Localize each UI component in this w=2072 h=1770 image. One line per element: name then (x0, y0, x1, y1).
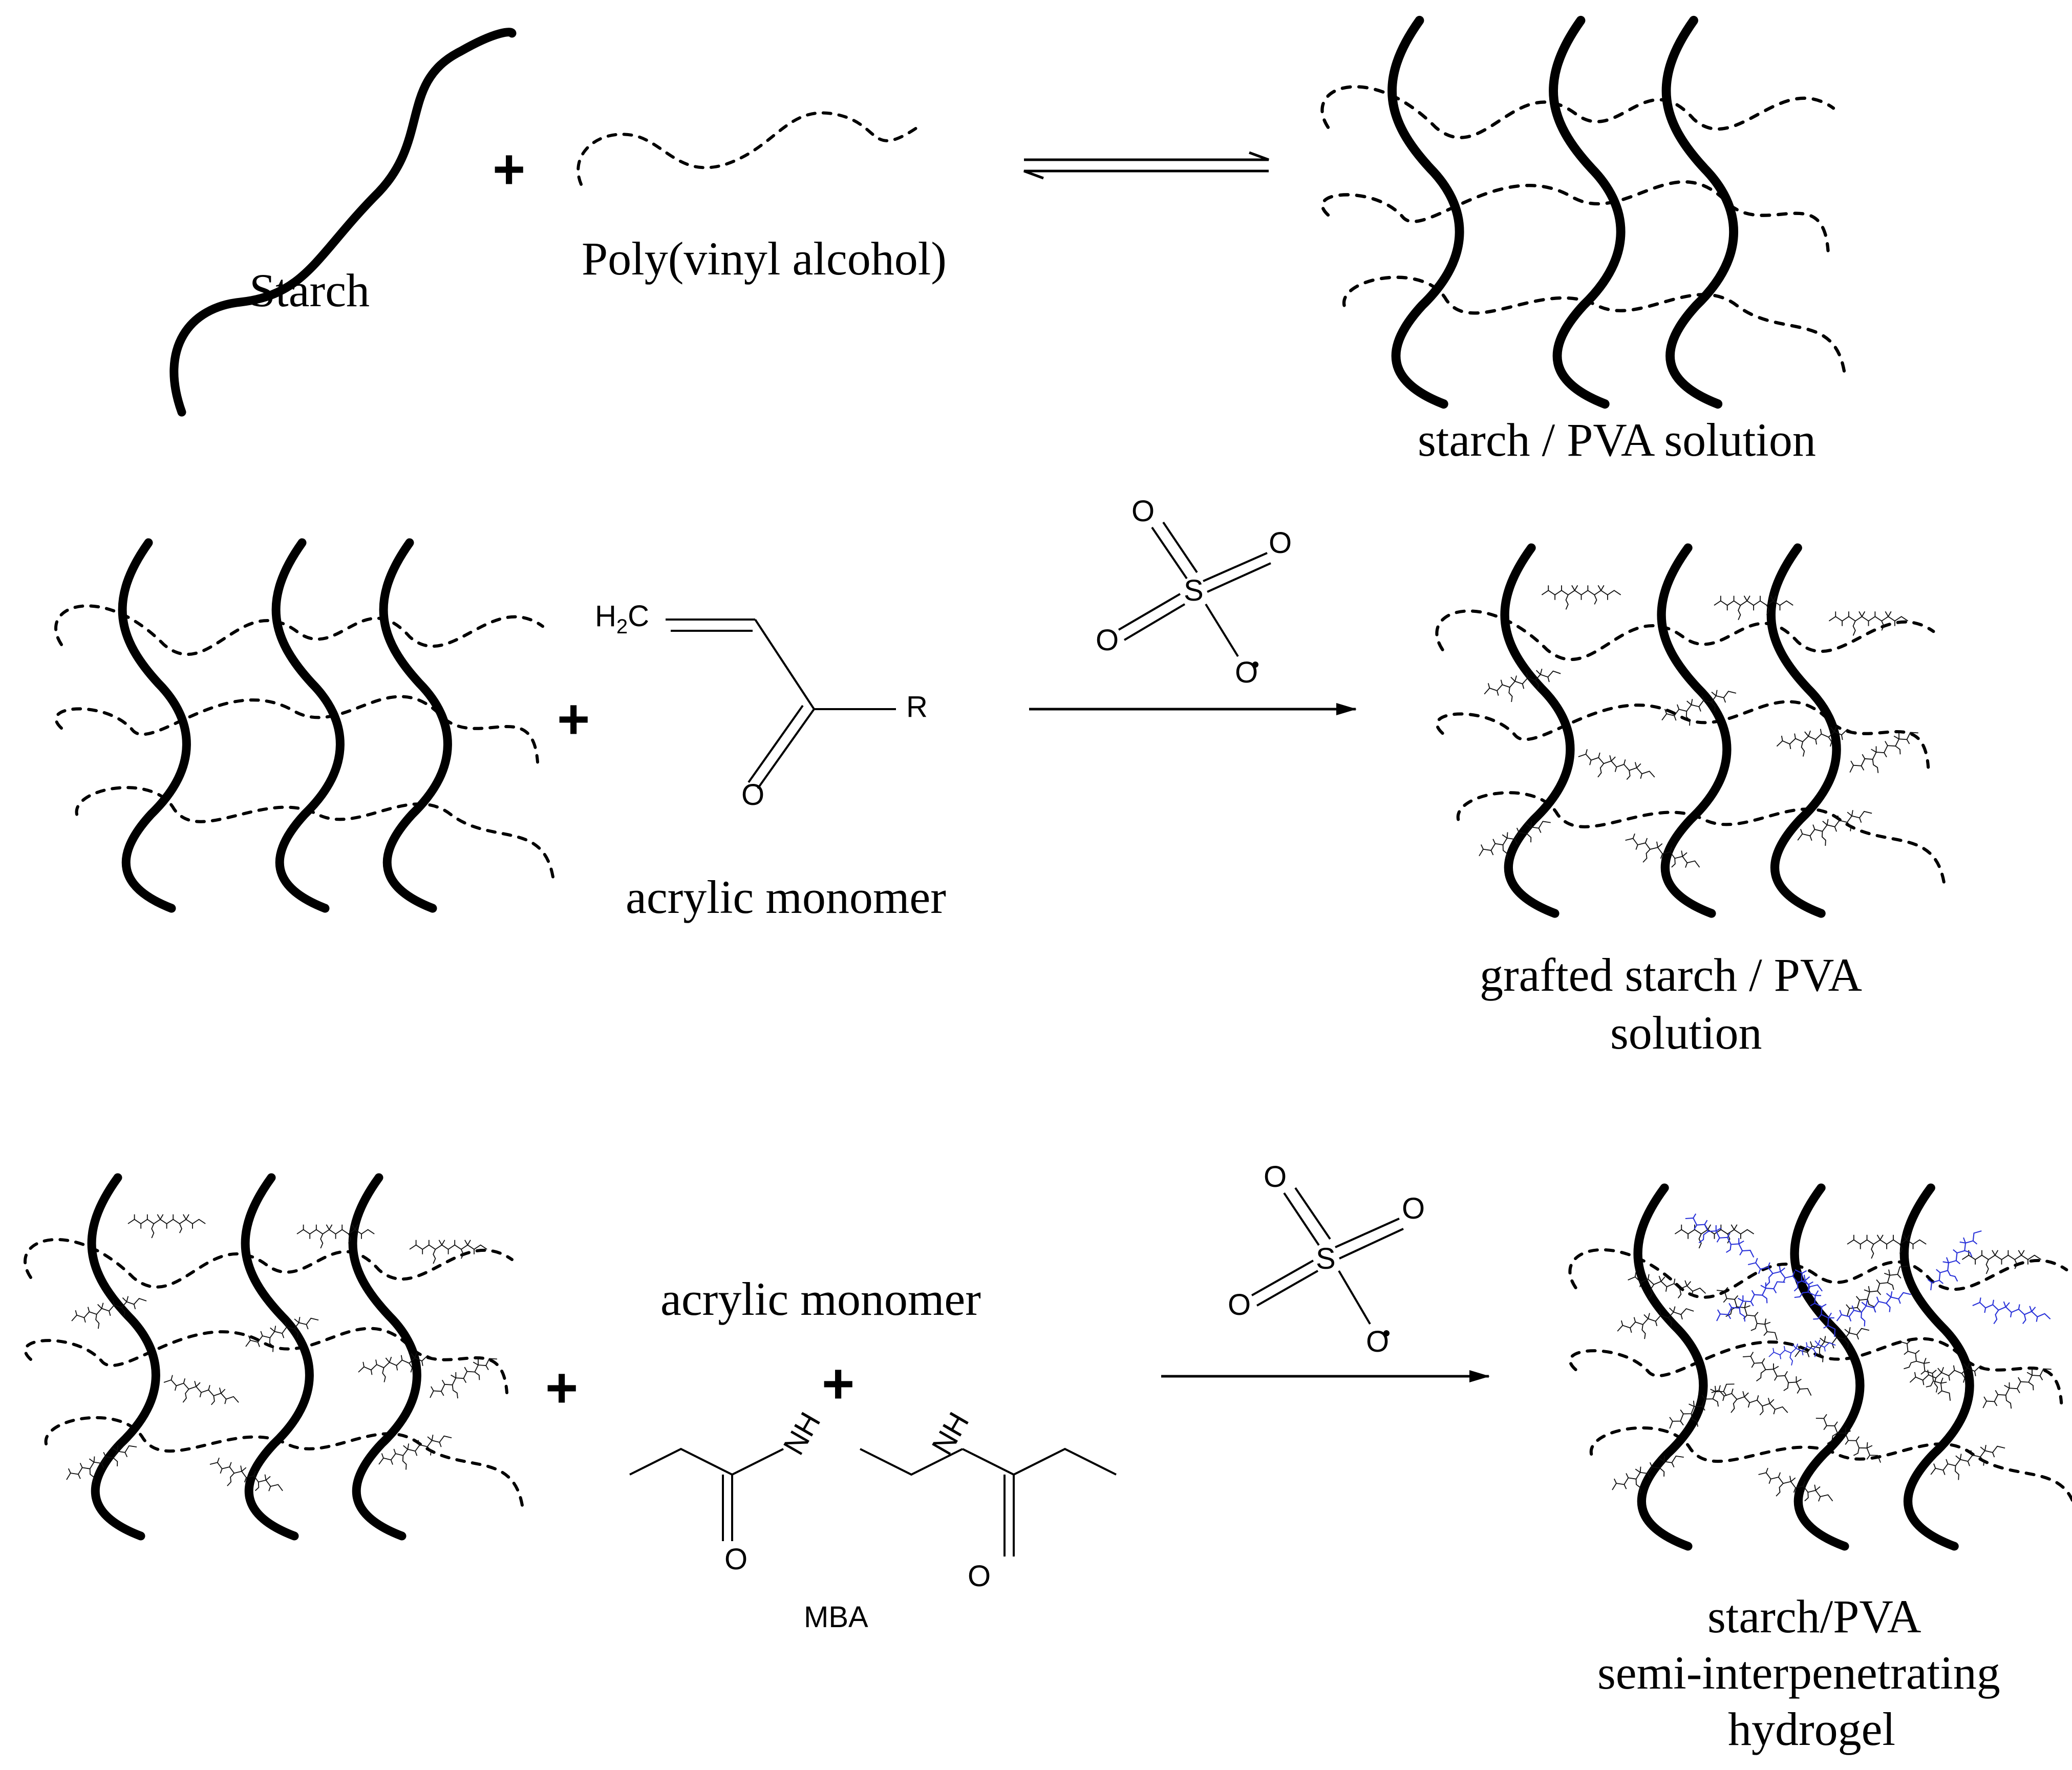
svg-text:O: O (1402, 1192, 1425, 1225)
plus-sign: + (822, 1352, 855, 1415)
plus-sign: + (557, 688, 590, 751)
starch-pva-network-reactant (56, 543, 553, 908)
mba-label: MBA (804, 1601, 868, 1634)
equilibrium-arrow (1023, 151, 1269, 180)
hydrogel-label-line3: hydrogel (1728, 1703, 1895, 1755)
acrylic-monomer-structure: H2C R O (595, 600, 928, 812)
hydrogel-label-line2: semi-interpenetrating (1597, 1647, 2000, 1699)
hydrogel-label-line1: starch/PVA (1707, 1590, 1921, 1643)
grafted-solution-label-line1: grafted starch / PVA (1480, 949, 1862, 1001)
grafted-network (1437, 548, 1943, 913)
starch-label: Starch (249, 264, 370, 316)
plus-sign: + (545, 1356, 578, 1419)
persulfate-radical: O O S O O (1096, 495, 1292, 689)
svg-text:O: O (1131, 495, 1155, 528)
svg-text:O: O (1366, 1325, 1389, 1358)
semi-ipn-hydrogel-network (1570, 1188, 2072, 1546)
svg-text:NH: NH (777, 1406, 827, 1460)
pva-strand (576, 111, 918, 186)
svg-text:O: O (724, 1543, 747, 1576)
grafted-solution-label-line2: solution (1610, 1007, 1762, 1059)
svg-text:O: O (1235, 656, 1258, 689)
acrylic-monomer-label: acrylic monomer (660, 1273, 981, 1325)
starch-strand (169, 28, 517, 417)
starch-pva-solution-label: starch / PVA solution (1418, 414, 1816, 466)
grafted-network-reactant (25, 1178, 522, 1536)
plus-sign: + (493, 138, 525, 201)
svg-text:R: R (906, 690, 928, 723)
svg-text:O: O (741, 778, 764, 812)
svg-text:O: O (1269, 526, 1292, 560)
mba-structure: O O NH NH (629, 1406, 1117, 1593)
svg-text:O: O (968, 1560, 991, 1593)
pva-label: Poly(vinyl alcohol) (582, 232, 947, 285)
persulfate-radical: O O S O O (1228, 1160, 1425, 1358)
svg-text:O: O (1228, 1288, 1251, 1321)
svg-text:O: O (1264, 1160, 1287, 1193)
svg-text:H2C: H2C (595, 600, 649, 638)
starch-pva-network (1322, 20, 1844, 404)
svg-text:S: S (1316, 1242, 1336, 1275)
svg-text:S: S (1184, 574, 1204, 607)
svg-text:O: O (1096, 624, 1119, 657)
acrylic-monomer-label: acrylic monomer (626, 871, 946, 923)
